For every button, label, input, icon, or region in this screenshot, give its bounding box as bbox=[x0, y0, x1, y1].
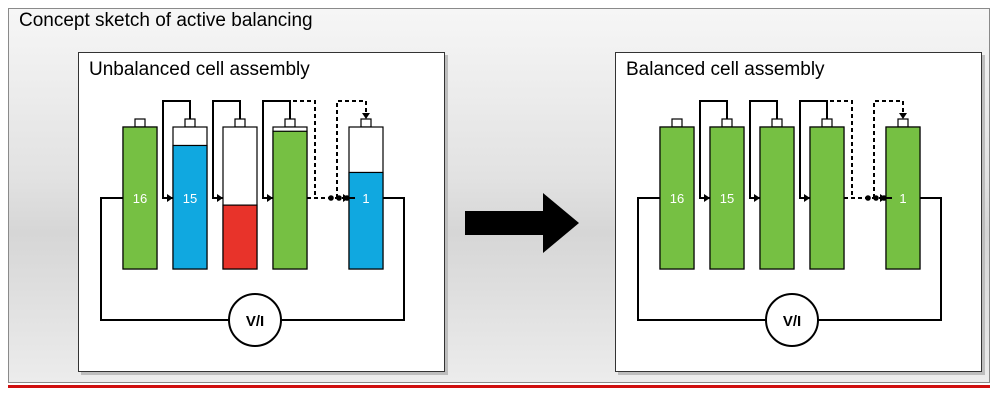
balanced-link-arrowhead bbox=[880, 194, 886, 202]
balanced-cell-fill bbox=[659, 126, 695, 270]
unbalanced-interconnect bbox=[262, 100, 291, 199]
balanced-interconnect bbox=[699, 100, 728, 199]
balanced-cell-fill bbox=[759, 126, 795, 270]
balanced-cell-terminal bbox=[897, 118, 909, 128]
balanced-interconnect-arrowhead bbox=[804, 194, 810, 202]
balanced-cell-terminal bbox=[671, 118, 683, 128]
unbalanced-meter bbox=[228, 293, 282, 347]
balanced-cell-terminal bbox=[771, 118, 783, 128]
unbalanced-terminal-arrowhead bbox=[362, 113, 370, 119]
unbalanced-panel-title: Unbalanced cell assembly bbox=[89, 59, 310, 80]
balanced-interconnect-arrowhead bbox=[704, 194, 710, 202]
unbalanced-cell-fill bbox=[222, 204, 258, 270]
balanced-cell-fill bbox=[709, 126, 745, 270]
balanced-terminal-arrowhead bbox=[899, 113, 907, 119]
balanced-interconnect-dashed-top bbox=[873, 100, 904, 198]
balanced-cell-terminal bbox=[721, 118, 733, 128]
balanced-panel: Balanced cell assembly V/I 16 15 1 bbox=[615, 52, 982, 372]
balanced-cell-label: 15 bbox=[720, 191, 734, 206]
balanced-wire-left bbox=[637, 197, 766, 321]
unbalanced-interconnect-dashed bbox=[289, 100, 316, 198]
unbalanced-cell-fill bbox=[348, 171, 384, 270]
balanced-wire-right bbox=[818, 197, 942, 321]
unbalanced-cell-terminal bbox=[284, 118, 296, 128]
balanced-cell-label: 1 bbox=[899, 191, 906, 206]
unbalanced-cell-label: 1 bbox=[362, 191, 369, 206]
balanced-interconnect bbox=[799, 100, 828, 199]
unbalanced-cell-fill bbox=[272, 130, 308, 270]
unbalanced-wire-left bbox=[100, 197, 229, 321]
balanced-cell-label: 16 bbox=[670, 191, 684, 206]
balanced-cell-terminal bbox=[821, 118, 833, 128]
balanced-meter bbox=[765, 293, 819, 347]
unbalanced-meter-label: V/I bbox=[246, 313, 264, 330]
unbalanced-link-arrowhead bbox=[343, 194, 349, 202]
unbalanced-interconnect-dashed-top bbox=[336, 100, 367, 198]
unbalanced-interconnect-arrowhead bbox=[217, 194, 223, 202]
unbalanced-cell-fill bbox=[122, 126, 158, 270]
unbalanced-ellipsis-dot bbox=[328, 195, 334, 201]
unbalanced-cell-terminal bbox=[234, 118, 246, 128]
balanced-meter-label: V/I bbox=[783, 313, 801, 330]
balanced-interconnect-dashed bbox=[826, 100, 853, 198]
slide-title: Concept sketch of active balancing bbox=[19, 10, 313, 31]
right-arrow-icon bbox=[465, 193, 579, 253]
unbalanced-cell-label: 15 bbox=[183, 191, 197, 206]
balanced-ellipsis-dot bbox=[865, 195, 871, 201]
unbalanced-diagram: V/I 16 15 1 bbox=[100, 100, 405, 347]
balanced-cell-fill bbox=[809, 126, 845, 270]
balanced-diagram: V/I 16 15 1 bbox=[637, 100, 942, 347]
transition-arrow bbox=[465, 193, 579, 253]
unbalanced-interconnect bbox=[162, 100, 191, 199]
unbalanced-panel: Unbalanced cell assembly V/I 16 15 1 bbox=[78, 52, 445, 372]
balanced-interconnect bbox=[749, 100, 778, 199]
balanced-panel-title: Balanced cell assembly bbox=[626, 59, 825, 80]
unbalanced-cell-label: 16 bbox=[133, 191, 147, 206]
unbalanced-wire-right bbox=[281, 197, 405, 321]
unbalanced-cell-terminal bbox=[134, 118, 146, 128]
unbalanced-cell-fill bbox=[172, 144, 208, 270]
unbalanced-interconnect-arrowhead bbox=[167, 194, 173, 202]
balanced-interconnect-arrowhead bbox=[754, 194, 760, 202]
unbalanced-interconnect bbox=[212, 100, 241, 199]
unbalanced-cell-terminal bbox=[360, 118, 372, 128]
unbalanced-cell-terminal bbox=[184, 118, 196, 128]
footer-rule bbox=[8, 385, 990, 388]
unbalanced-interconnect-arrowhead bbox=[267, 194, 273, 202]
